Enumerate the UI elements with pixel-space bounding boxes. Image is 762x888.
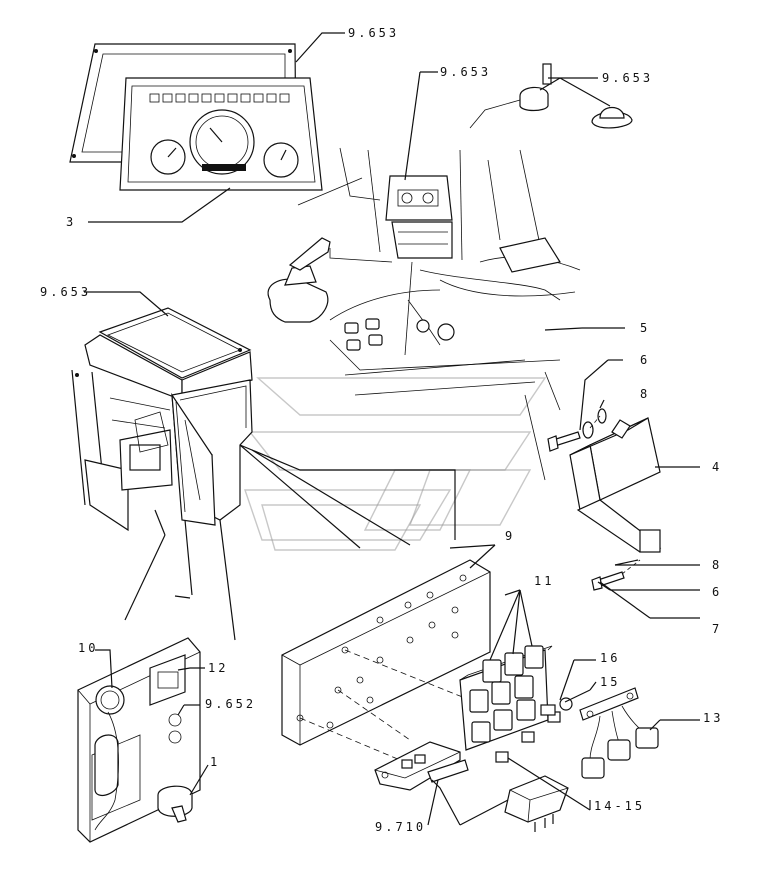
instrument-panel [69,43,323,191]
ignition-switch [519,86,549,112]
fuse-holder [559,697,573,711]
watermark-logo [244,377,547,551]
label-5: 5 [640,321,650,335]
cab-assembly [71,307,253,536]
label-8-top: 8 [640,387,650,401]
joystick-base [267,278,329,323]
warning-lamps-row [149,93,290,103]
label-9653-center: 9.653 [440,65,491,79]
label-9710: 9.710 [375,820,426,834]
cab-interior-sketch [267,63,633,481]
label-6-bottom: 6 [712,585,722,599]
label-3: 3 [66,215,76,229]
label-1: 1 [210,755,220,769]
label-13: 13 [703,711,723,725]
relay-14-15 [504,775,569,832]
control-module-4 [569,417,662,553]
label-9652: 9.652 [205,697,256,711]
label-8-bottom: 8 [712,558,722,572]
label-6-top: 6 [640,353,650,367]
relay-block-11 [459,645,573,763]
plate-holes [296,574,467,729]
switch-1 [157,785,193,817]
label-10: 10 [78,641,98,655]
cap-10 [95,685,125,715]
label-7: 7 [712,622,722,636]
bolt-washer-set-bottom [591,559,641,591]
callout-labels: 9.653 9.653 9.653 9.653 3 5 6 8 4 8 6 7 … [40,26,723,834]
label-4: 4 [712,460,722,474]
relays-row [469,645,544,743]
label-9: 9 [505,529,515,543]
label-16: 16 [600,651,620,665]
connector-12 [149,654,186,706]
bolt-washer-set-top [547,408,607,452]
label-9653-panel: 9.653 [348,26,399,40]
connector-9710 [374,741,469,791]
label-9653-switch: 9.653 [602,71,653,85]
label-12: 12 [208,661,228,675]
label-14-15: 14-15 [594,799,645,813]
mounting-plate-9 [281,559,491,761]
label-15: 15 [600,675,620,689]
dash-panel-small [385,175,453,221]
side-panel [77,637,201,843]
fuse-strip-13 [579,687,659,779]
leader-lines [84,32,700,826]
label-11: 11 [534,574,554,588]
label-9653-cab: 9.653 [40,285,91,299]
